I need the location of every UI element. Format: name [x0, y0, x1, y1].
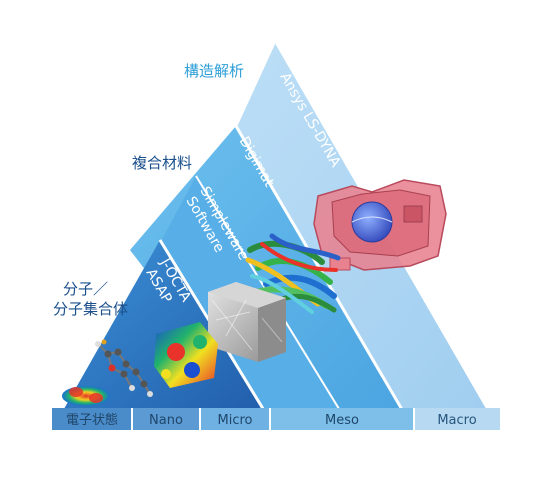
scale-segment-micro — [200, 408, 270, 430]
scale-label-macro: Macro — [437, 413, 476, 428]
nano-heatmap-image — [154, 322, 218, 388]
scale-label-electronic: 電子状態 — [66, 412, 118, 428]
scale-bar — [52, 408, 500, 430]
scale-segment-meso — [270, 408, 414, 430]
housing-model-image — [313, 179, 447, 271]
scale-segment-nano — [132, 408, 200, 430]
scale-segment-macro — [414, 408, 500, 430]
electron-orbital-image — [62, 386, 110, 406]
side-label-structural: 構造解析 — [184, 62, 244, 80]
scale-segment-electronic — [52, 408, 132, 430]
molecule-structure-image — [95, 339, 153, 397]
microstructure-cube-image — [208, 282, 286, 362]
scale-label-micro: Micro — [218, 413, 253, 428]
side-label-molecular-line2: 分子集合体 — [53, 300, 128, 318]
scale-label-meso: Meso — [325, 413, 359, 428]
side-label-composite: 複合材料 — [132, 154, 192, 172]
scale-label-nano: Nano — [149, 413, 183, 428]
side-label-molecular-line1: 分子／ — [63, 280, 108, 298]
